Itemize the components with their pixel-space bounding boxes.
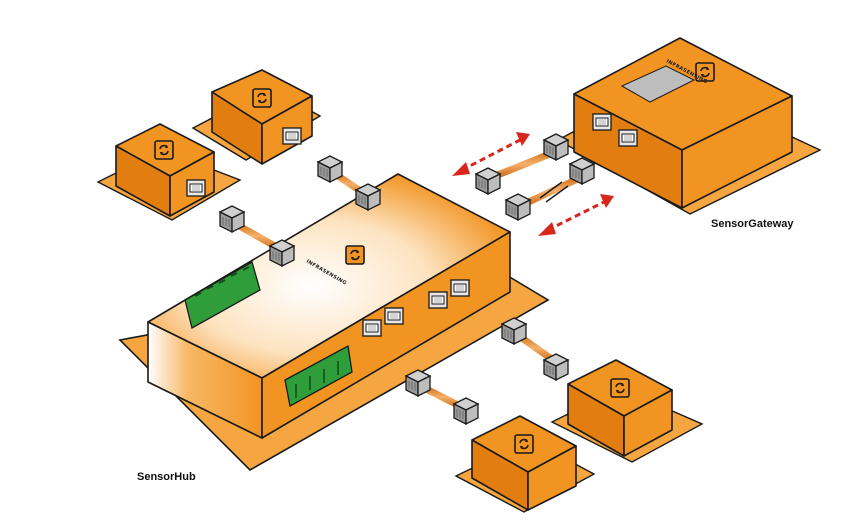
hub-terminal-block-top (184, 261, 261, 329)
sensor-hub-device: INFRASENSING (118, 173, 550, 471)
sensor-module-bottom (454, 415, 596, 513)
arrow-upper (461, 138, 521, 172)
sensor-logo-icon (154, 140, 174, 160)
hub-port-4[interactable] (450, 279, 470, 297)
sensor-hub-label: SensorHub (137, 471, 196, 483)
sensor-logo-icon (514, 434, 534, 454)
sensor-module-right (550, 359, 704, 463)
arrow-lower (547, 200, 605, 232)
hub-cable-bottom (405, 369, 479, 425)
hub-cable-left (219, 205, 295, 267)
hub-port-2[interactable] (384, 307, 404, 325)
gateway-port-2[interactable] (618, 129, 638, 147)
gateway-cables (475, 133, 595, 221)
hub-cable-right (501, 317, 569, 381)
gateway-port-1[interactable] (592, 113, 612, 131)
sensor-logo-icon (610, 378, 630, 398)
hub-cable-top (317, 155, 381, 211)
data-flow-arrows (452, 132, 614, 236)
hub-port-1[interactable] (362, 319, 382, 337)
sensor-module-top-left (191, 69, 322, 165)
sensor-module-left (96, 123, 242, 221)
hub-port-3[interactable] (428, 291, 448, 309)
sensor-logo-icon (252, 88, 272, 108)
sensor-gateway-label: SensorGateway (711, 218, 794, 230)
hub-logo-icon (345, 245, 365, 265)
sensor-port[interactable] (186, 179, 206, 197)
hub-terminal-block-front (284, 344, 353, 407)
sensor-gateway-device: INFRASENSING (556, 37, 822, 215)
sensor-port[interactable] (282, 127, 302, 145)
